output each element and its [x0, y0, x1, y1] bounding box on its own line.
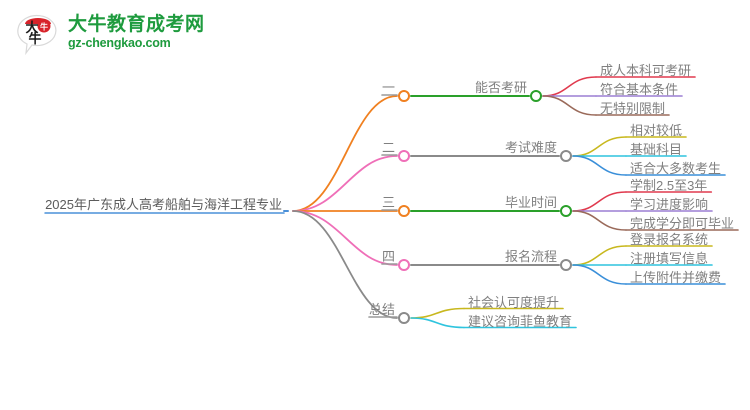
svg-text:牛: 牛 — [40, 22, 48, 32]
mindmap-node-dot[interactable] — [398, 150, 410, 162]
mindmap-node-dot[interactable] — [560, 150, 572, 162]
mindmap-node-dot[interactable] — [398, 90, 410, 102]
leaf-label: 无特别限制 — [600, 101, 666, 116]
root-label: 2025年广东成人高考船舶与海洋工程专业 — [45, 197, 282, 212]
svg-text:大: 大 — [25, 20, 38, 35]
leaf-label: 适合大多数考生 — [630, 161, 722, 176]
leaf-label: 学制2.5至3年 — [630, 178, 708, 193]
svg-text:牛: 牛 — [28, 31, 41, 46]
mindmap-node-dot[interactable] — [398, 259, 410, 271]
leaf-label: 基础科目 — [630, 142, 683, 157]
mindmap-node-dot[interactable] — [560, 259, 572, 271]
mindmap-node-dot[interactable] — [530, 90, 542, 102]
leaf-label: 符合基本条件 — [600, 82, 679, 97]
leaf-label: 相对较低 — [630, 123, 683, 138]
branch-topic-label-1: 能否考研 — [474, 80, 527, 95]
branch-topic-label-2: 考试难度 — [504, 140, 557, 155]
mindmap-node-dot[interactable] — [398, 312, 410, 324]
logo-title: 大牛教育成考网 — [68, 14, 205, 36]
branch-index-label-5: 总结 — [368, 302, 395, 317]
branch-topic-label-3: 毕业时间 — [504, 195, 557, 210]
branch-index-label-3: 三 — [381, 195, 395, 210]
branch-topic-label-4: 报名流程 — [504, 249, 557, 264]
leaf-label: 学习进度影响 — [630, 197, 709, 212]
branch-index-label-2: 二 — [381, 140, 395, 155]
leaf-label: 建议咨询菲鱼教育 — [468, 313, 573, 329]
logo-subtitle: gz-chengkao.com — [68, 36, 171, 51]
branch-index-label-1: 一 — [381, 80, 395, 95]
logo-mark-icon: 牛 大 牛 — [14, 12, 60, 56]
leaf-label: 完成学分即可毕业 — [630, 216, 735, 231]
logo-text-block: 大牛教育成考网 gz-chengkao.com — [68, 15, 205, 52]
leaf-label: 社会认可度提升 — [468, 294, 560, 310]
leaf-label: 成人本科可考研 — [600, 63, 692, 78]
leaf-label: 登录报名系统 — [630, 232, 709, 247]
leaf-label: 上传附件并缴费 — [630, 270, 722, 285]
mindmap-node-dot[interactable] — [560, 205, 572, 217]
site-logo[interactable]: 牛 大 牛 大牛教育成考网 gz-chengkao.com — [14, 12, 205, 56]
mindmap-node-dot[interactable] — [398, 205, 410, 217]
leaf-label: 注册填写信息 — [630, 251, 709, 266]
branch-index-label-4: 四 — [381, 249, 395, 264]
